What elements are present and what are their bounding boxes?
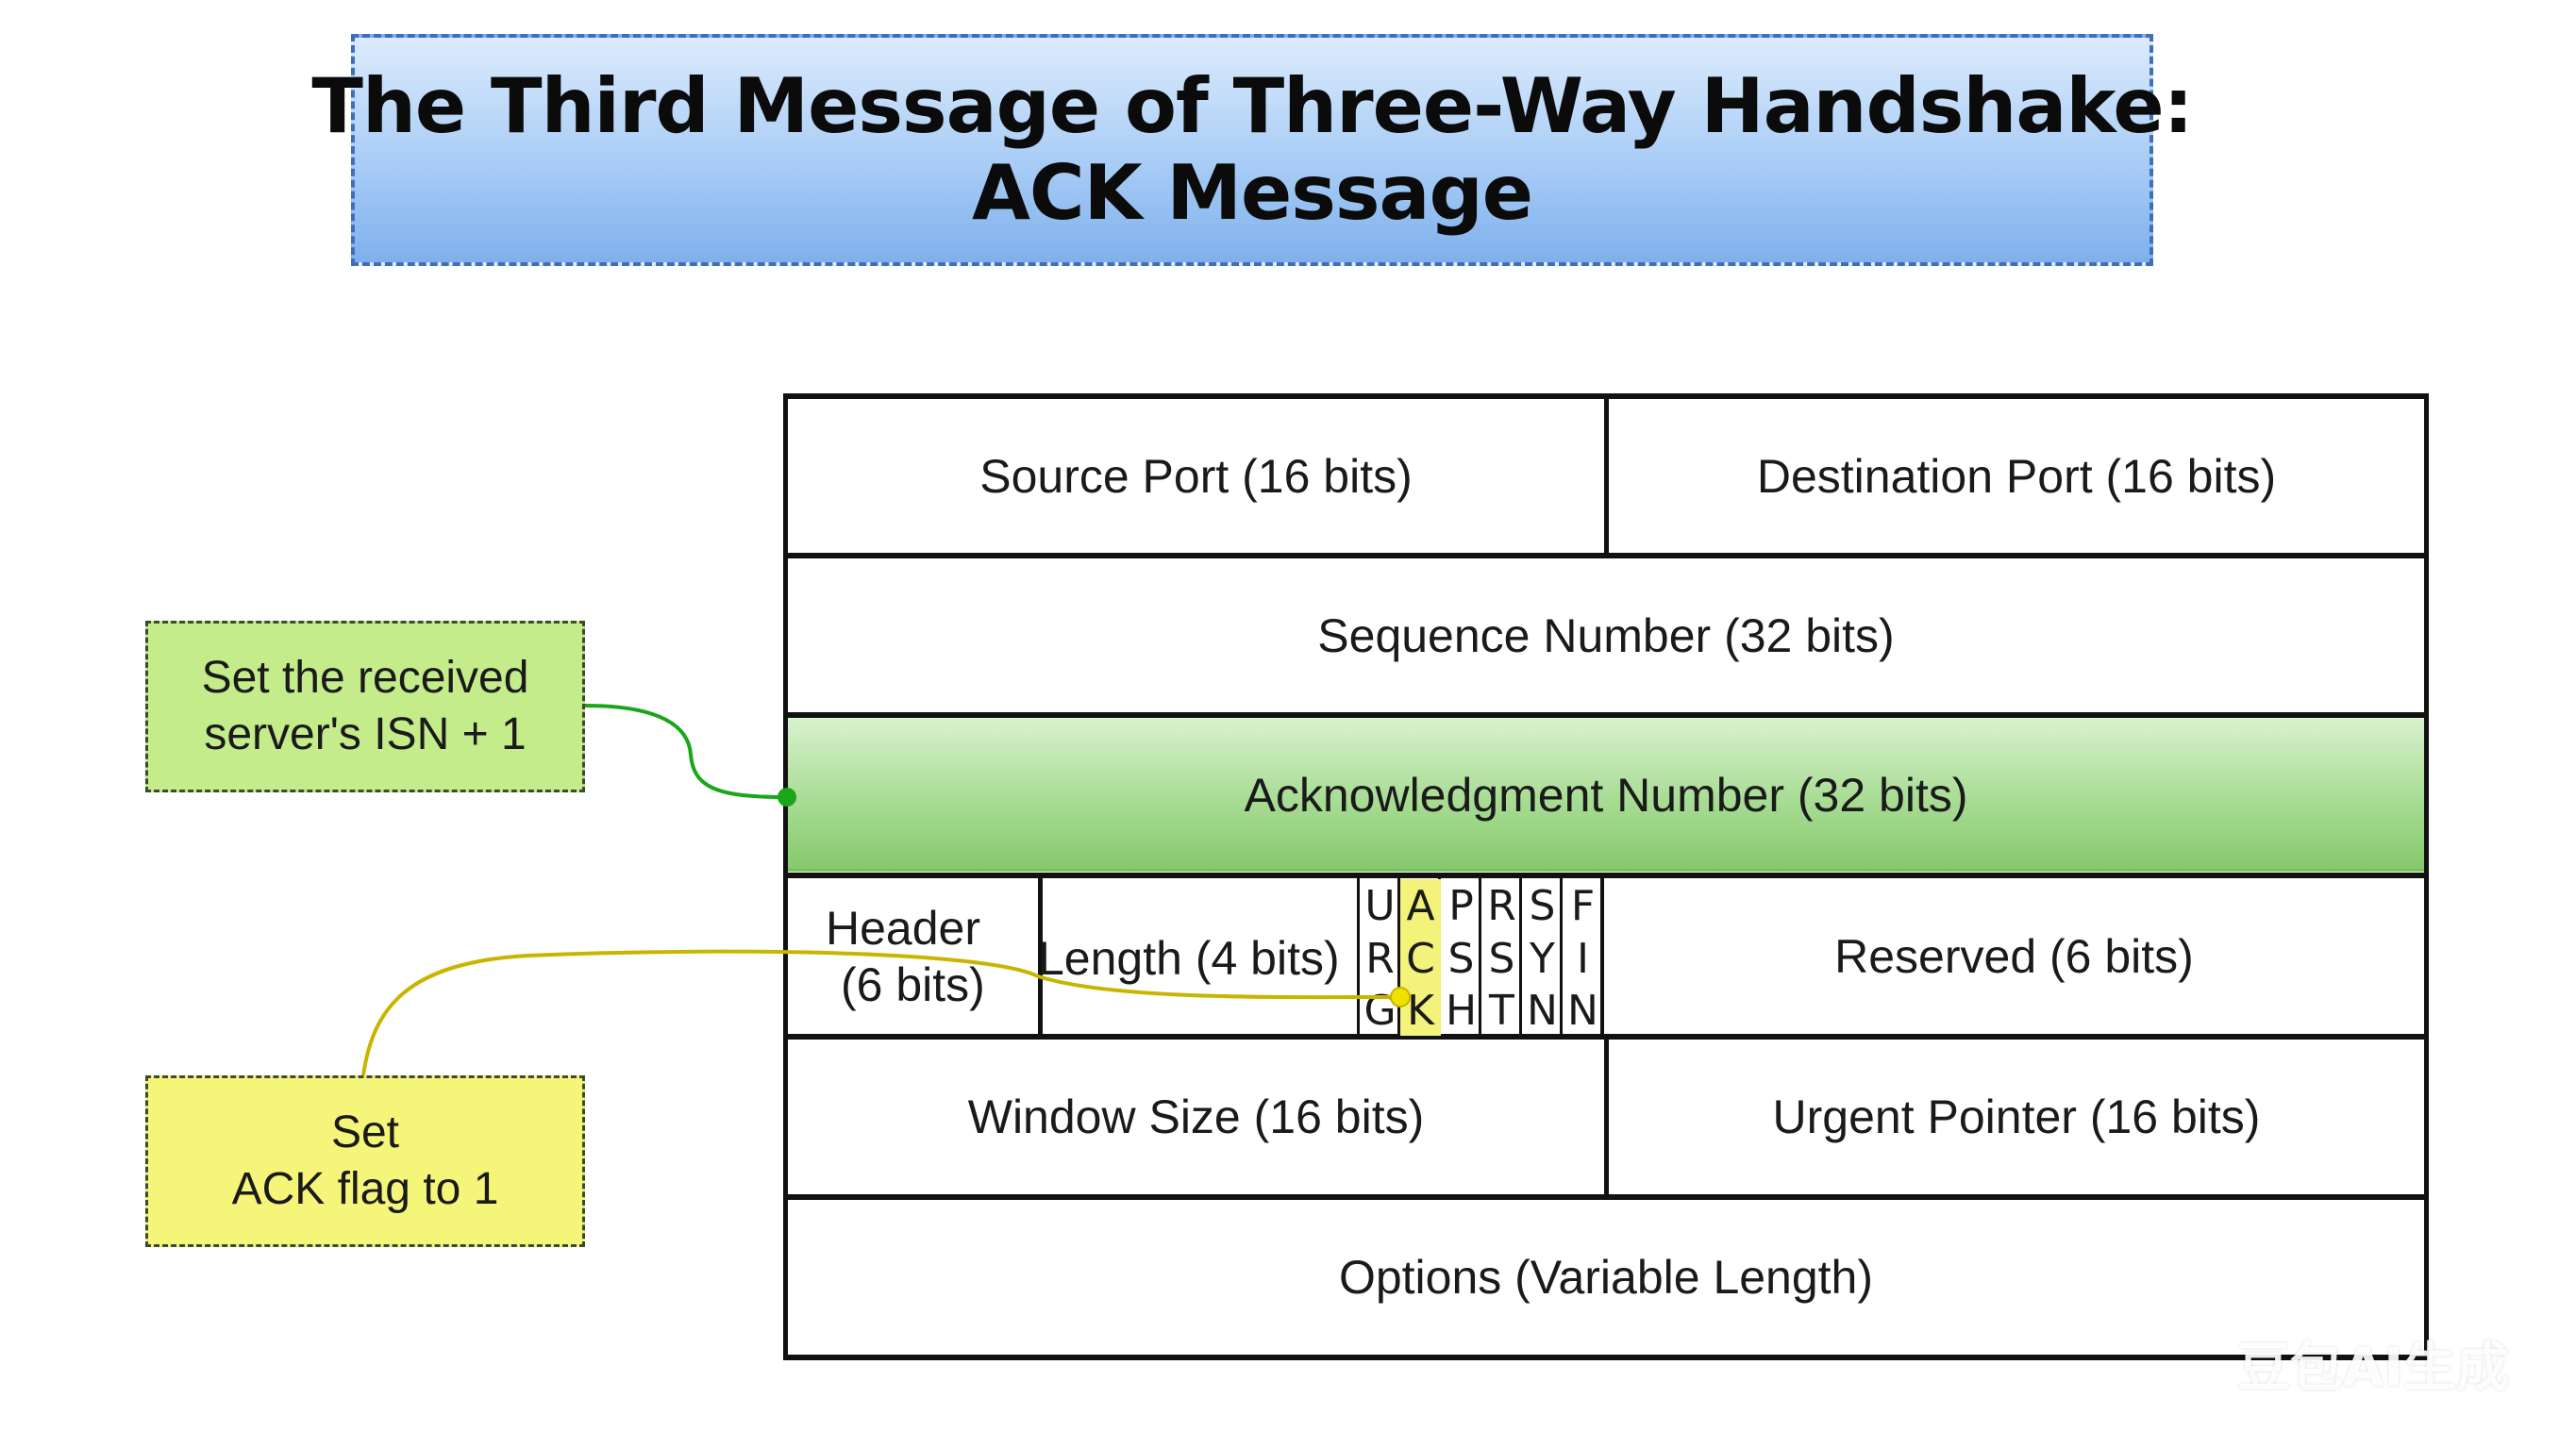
flag-divider (1600, 875, 1604, 1036)
flag-syn: S Y N (1522, 879, 1563, 1036)
flag-letter: Y (1530, 934, 1555, 983)
ack-note-line1: Set (330, 1107, 400, 1157)
isn-note: Set the received server's ISN + 1 (145, 621, 585, 792)
flag-psh: P S H (1441, 879, 1481, 1036)
table-divider (1604, 1034, 1609, 1196)
flag-letter: H (1445, 987, 1478, 1035)
sequence-number-field: Sequence Number (32 bits) (1317, 608, 1895, 662)
options-field: Options (Variable Length) (1338, 1251, 1874, 1304)
table-line (783, 712, 2429, 718)
flag-letter: S (1447, 934, 1475, 983)
flag-divider (1479, 875, 1481, 1036)
destination-port-field: Destination Port (16 bits) (1756, 449, 2277, 503)
ack-flag-note: Set ACK flag to 1 (145, 1075, 585, 1247)
isn-note-line2: server's ISN + 1 (204, 709, 527, 759)
acknowledgment-number-field: Acknowledgment Number (32 bits) (1244, 769, 1968, 822)
title-banner: The Third Message of Three-Way Handshake… (311, 34, 2194, 266)
table-divider (1038, 875, 1043, 1036)
flag-letter: S (1488, 934, 1515, 983)
table-line (783, 873, 2429, 878)
isn-note-line1: Set the received (201, 653, 529, 703)
ack-note-line2: ACK flag to 1 (231, 1164, 499, 1214)
flag-rst: R S T (1481, 879, 1522, 1036)
title-line-2: ACK Message (971, 149, 1533, 237)
flag-letter: R (1365, 934, 1395, 983)
table-border-right (2424, 393, 2429, 1360)
ack-connector-line (361, 949, 1401, 1076)
table-line (783, 553, 2429, 558)
flag-ack: A C K (1400, 879, 1441, 1036)
flag-letter: C (1406, 934, 1435, 983)
flag-letter: R (1487, 882, 1516, 930)
length-field: Length (4 bits) (1038, 932, 1340, 985)
flag-letter: P (1448, 882, 1474, 930)
title-line-1: The Third Message of Three-Way Handshake… (311, 62, 2193, 150)
table-divider (1604, 393, 1609, 556)
header-label-line1: Header (826, 902, 980, 955)
source-port-field: Source Port (16 bits) (979, 449, 1413, 503)
flag-letter: N (1567, 987, 1598, 1035)
header-label-line2: (6 bits) (841, 958, 985, 1011)
flag-divider (1560, 875, 1563, 1036)
table-border-left (783, 393, 788, 1360)
window-size-field: Window Size (16 bits) (967, 1090, 1425, 1143)
ack-connector-dot (1390, 987, 1411, 1007)
isn-connector-line (584, 704, 786, 799)
flag-divider (1357, 875, 1360, 1036)
flag-letter: K (1407, 987, 1434, 1035)
flag-fin: F I N (1563, 879, 1603, 1036)
flag-divider (1519, 875, 1522, 1036)
flag-letter: F (1570, 882, 1596, 930)
flag-letter: N (1527, 987, 1558, 1035)
flag-letter: A (1406, 882, 1435, 930)
flag-divider (1397, 875, 1400, 1036)
table-line (783, 1194, 2429, 1200)
table-line (783, 1355, 2429, 1360)
header-length-field: Header (6 bits) (788, 901, 1038, 1014)
flag-urg: U R G (1360, 879, 1400, 1036)
watermark: 豆包AI生成 (2236, 1337, 2510, 1399)
urgent-pointer-field: Urgent Pointer (16 bits) (1772, 1090, 2261, 1143)
isn-connector-dot (778, 788, 796, 807)
flag-letter: S (1529, 882, 1556, 930)
flag-letter: U (1364, 882, 1396, 930)
flag-letter: I (1577, 934, 1589, 983)
flag-letter: T (1489, 987, 1514, 1035)
reserved-field: Reserved (6 bits) (1834, 929, 2194, 983)
